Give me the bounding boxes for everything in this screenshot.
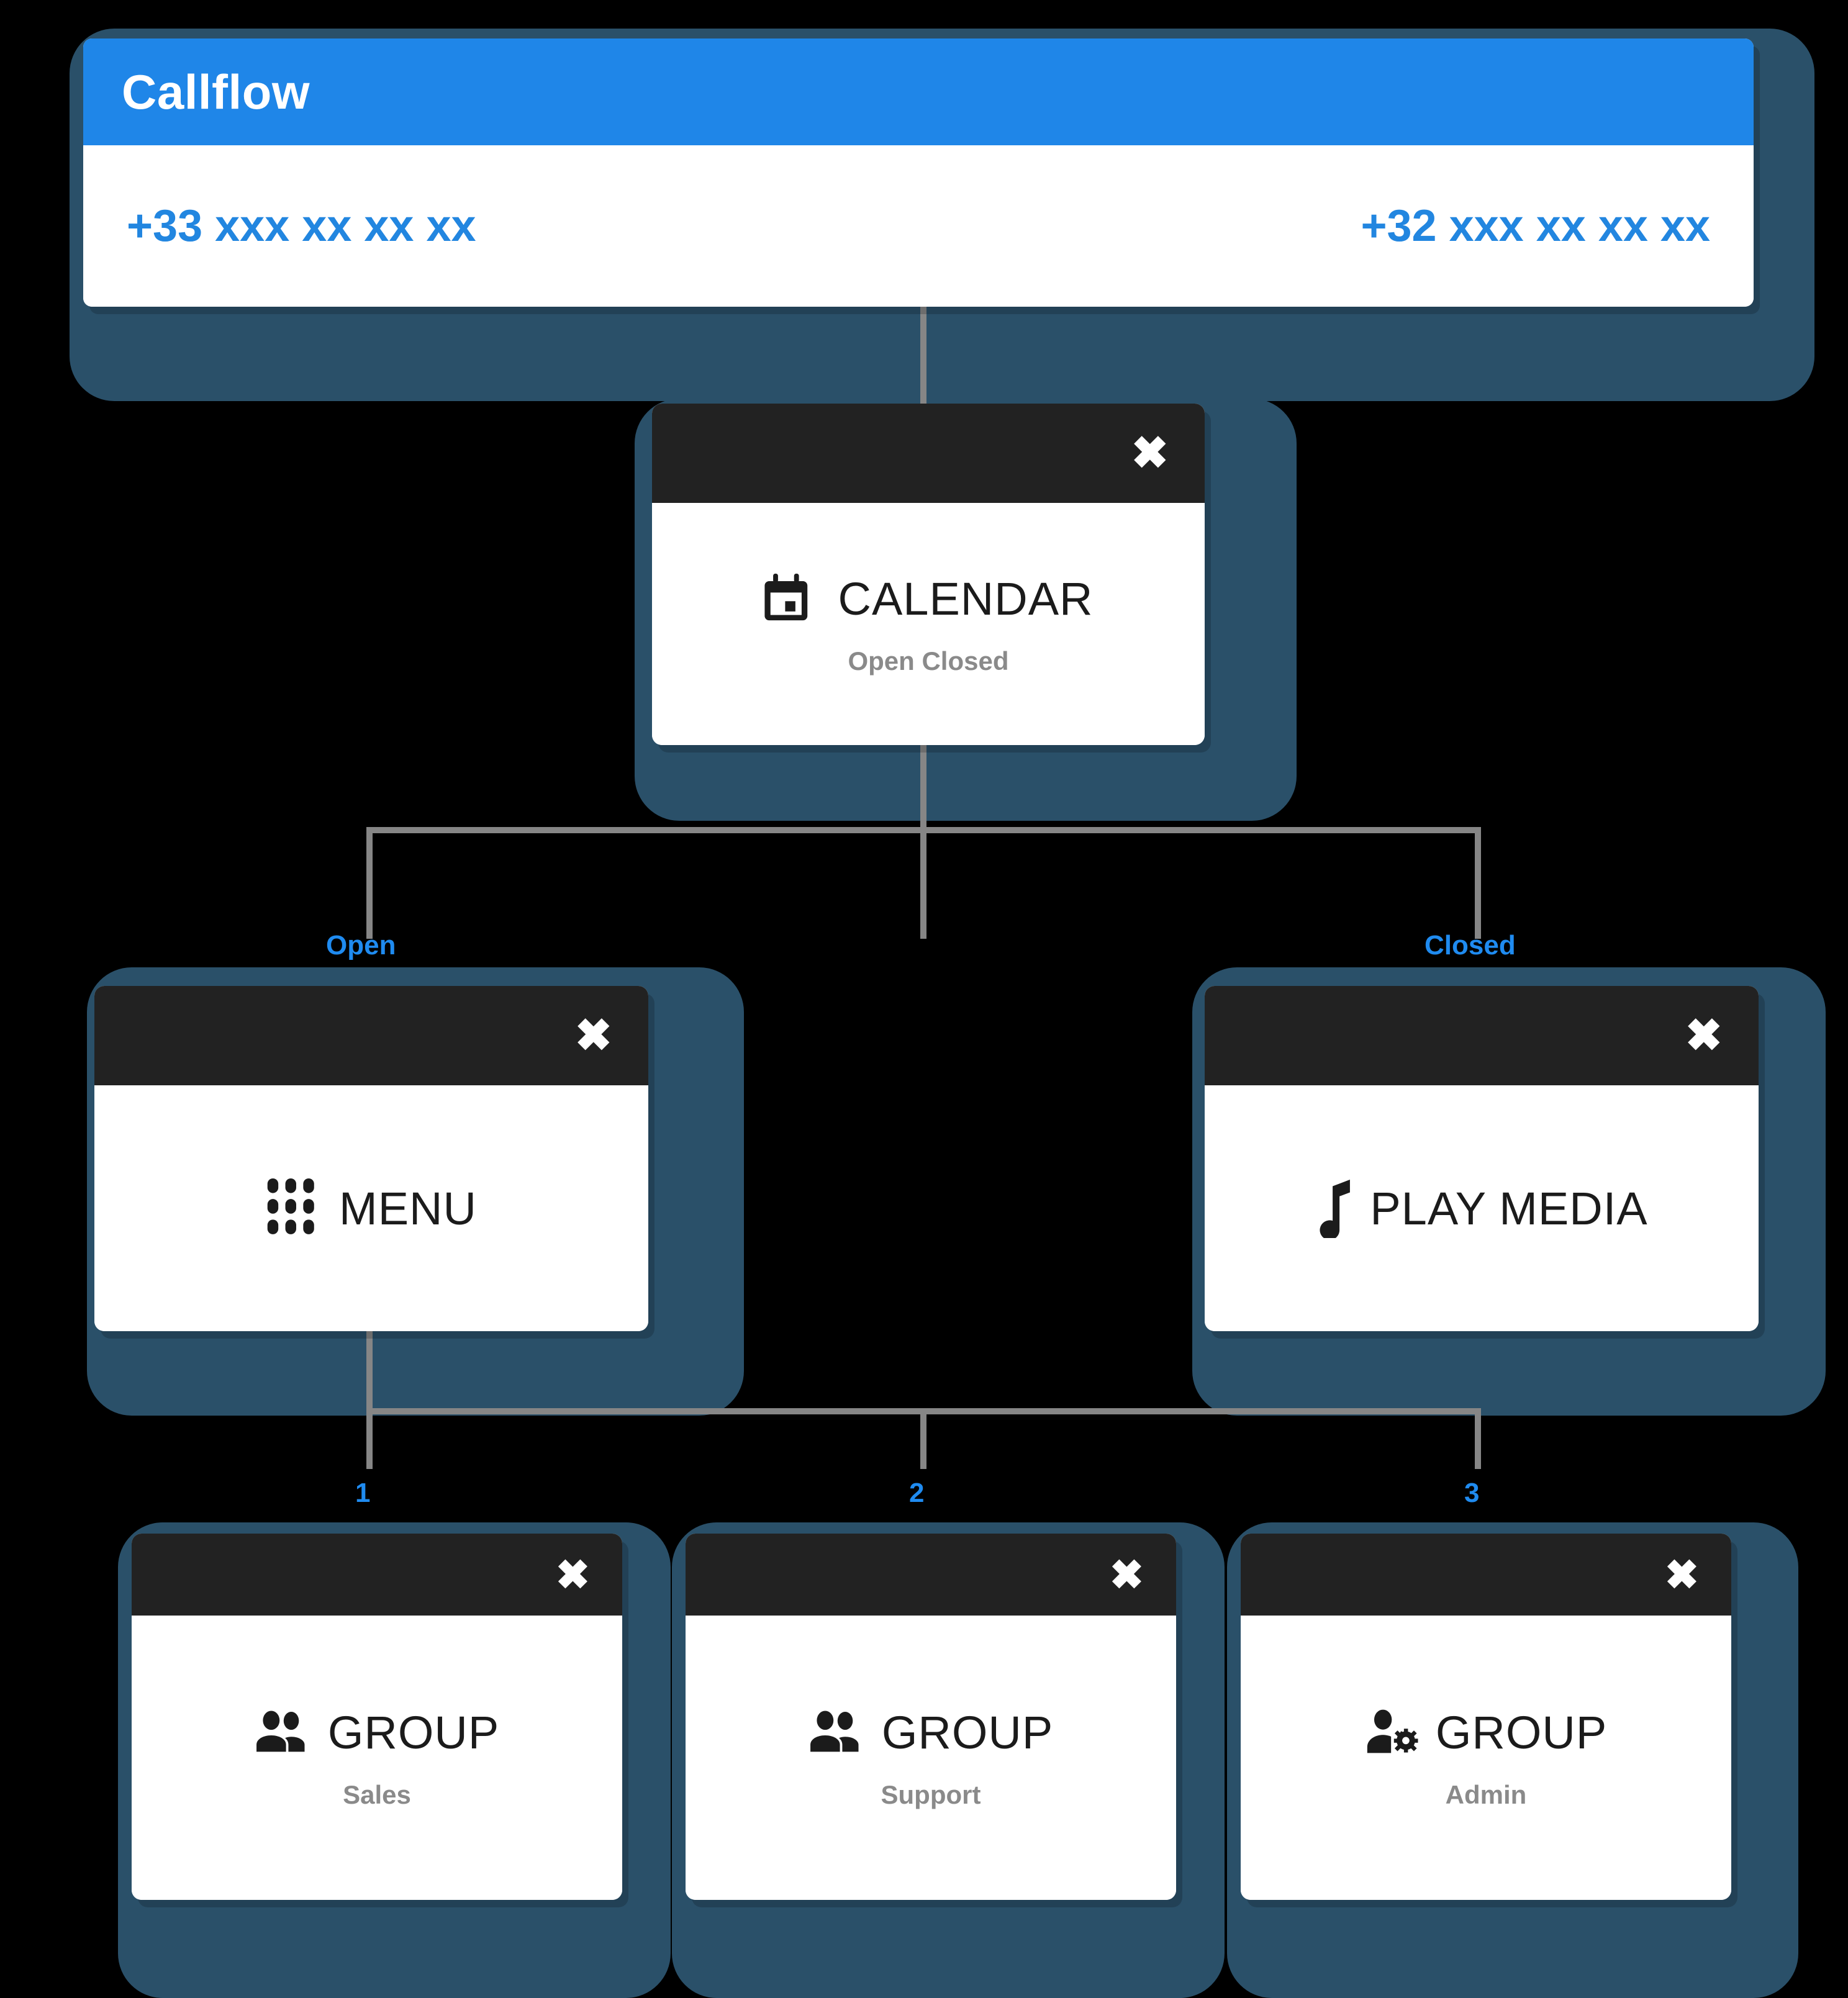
play-media-node-body: PLAY MEDIA [1205, 1085, 1759, 1331]
close-icon[interactable]: ✖ [1664, 1552, 1699, 1598]
group-support-node[interactable]: ✖ GROUP Support [686, 1534, 1176, 1900]
close-icon[interactable]: ✖ [1685, 1011, 1723, 1060]
dialpad-icon [266, 1178, 318, 1238]
menu-node[interactable]: ✖ MENU [94, 986, 648, 1331]
calendar-node-body: CALENDAR Open Closed [652, 503, 1205, 745]
page-title: Callflow [122, 64, 310, 119]
callflow-numbers-row: +33 xxx xx xx xx +32 xxx xx xx xx [83, 145, 1754, 307]
callflow-header: Callflow [83, 38, 1754, 145]
edge-label-option-3: 3 [1464, 1478, 1480, 1508]
close-icon[interactable]: ✖ [555, 1552, 590, 1598]
edge-label-option-2: 2 [909, 1478, 925, 1508]
people-icon [808, 1710, 866, 1755]
calendar-node-title: CALENDAR [838, 572, 1094, 625]
phone-number-be[interactable]: +32 xxx xx xx xx [1361, 201, 1710, 251]
close-icon[interactable]: ✖ [1109, 1552, 1144, 1598]
menu-node-body: MENU [94, 1085, 648, 1331]
calendar-node-header: ✖ [652, 404, 1205, 503]
group-support-title-row: GROUP [808, 1706, 1053, 1759]
menu-node-title: MENU [339, 1182, 477, 1234]
people-icon [255, 1710, 312, 1755]
group-support-node-subtitle: Support [881, 1779, 981, 1809]
group-support-node-body: GROUP Support [686, 1616, 1176, 1900]
group-admin-node-subtitle: Admin [1445, 1779, 1527, 1809]
group-sales-node-title: GROUP [327, 1706, 500, 1758]
group-sales-node[interactable]: ✖ GROUP Sales [132, 1534, 622, 1900]
edge-label-closed: Closed [1424, 930, 1516, 961]
connector-menu-down [366, 1331, 373, 1469]
menu-node-header: ✖ [94, 986, 648, 1085]
calendar-node-subtitle: Open Closed [848, 646, 1009, 676]
play-media-node-title: PLAY MEDIA [1370, 1182, 1648, 1234]
group-sales-node-header: ✖ [132, 1534, 622, 1616]
edge-label-option-1: 1 [355, 1478, 371, 1508]
music-note-icon [1315, 1178, 1352, 1238]
close-icon[interactable]: ✖ [1131, 428, 1169, 478]
group-support-node-header: ✖ [686, 1534, 1176, 1616]
calendar-title-row: CALENDAR [764, 572, 1094, 625]
group-sales-node-subtitle: Sales [343, 1779, 411, 1809]
play-media-node-header: ✖ [1205, 986, 1759, 1085]
connector-to-group-admin [1475, 1408, 1481, 1469]
calendar-icon [764, 572, 817, 625]
person-gear-icon [1365, 1709, 1422, 1756]
group-admin-node[interactable]: ✖ [1241, 1534, 1731, 1900]
group-sales-title-row: GROUP [255, 1706, 499, 1759]
connector-to-menu [366, 827, 373, 939]
edge-label-open: Open [326, 930, 396, 961]
group-sales-node-body: GROUP Sales [132, 1616, 622, 1900]
group-support-node-title: GROUP [881, 1706, 1054, 1758]
connector-calendar-down [920, 745, 926, 939]
callflow-panel[interactable]: Callflow +33 xxx xx xx xx +32 xxx xx xx … [83, 38, 1754, 307]
group-admin-title-row: GROUP [1365, 1706, 1607, 1759]
connector-to-play-media [1475, 827, 1481, 939]
phone-number-fr[interactable]: +33 xxx xx xx xx [127, 201, 476, 251]
play-media-title-row: PLAY MEDIA [1315, 1178, 1647, 1238]
group-admin-node-title: GROUP [1435, 1706, 1608, 1758]
group-admin-node-body: GROUP Admin [1241, 1616, 1731, 1900]
group-admin-node-header: ✖ [1241, 1534, 1731, 1616]
play-media-node[interactable]: ✖ PLAY MEDIA [1205, 986, 1759, 1331]
calendar-node[interactable]: ✖ CALENDAR Open Closed [652, 404, 1205, 745]
connector-calendar-split-bar [366, 827, 1481, 833]
menu-title-row: MENU [266, 1178, 477, 1238]
connector-to-group-support [920, 1408, 926, 1469]
connector-root-to-calendar [920, 307, 926, 416]
close-icon[interactable]: ✖ [574, 1011, 612, 1060]
